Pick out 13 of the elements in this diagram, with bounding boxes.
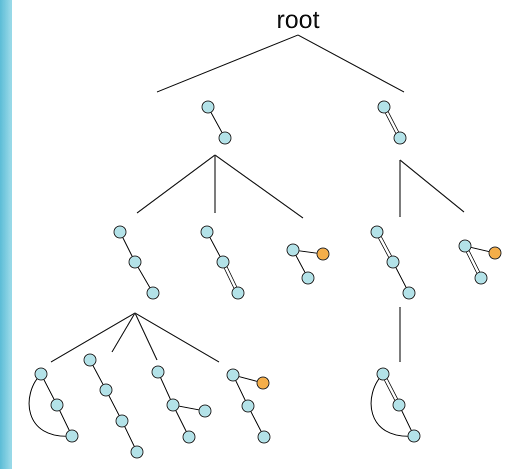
tree-edge bbox=[214, 155, 216, 213]
tree-label: root bbox=[275, 5, 321, 35]
tree-edge bbox=[50, 312, 136, 363]
tree-edge bbox=[399, 307, 401, 362]
tree-edge bbox=[399, 160, 401, 217]
tree-edge bbox=[136, 154, 216, 214]
tree-edge bbox=[400, 160, 464, 212]
tree-edge bbox=[111, 312, 136, 352]
tree-edge bbox=[134, 312, 220, 363]
tree-edge bbox=[214, 154, 304, 218]
tree-edge bbox=[298, 34, 404, 93]
tree-edge bbox=[156, 34, 298, 93]
tree-edge bbox=[134, 312, 158, 360]
